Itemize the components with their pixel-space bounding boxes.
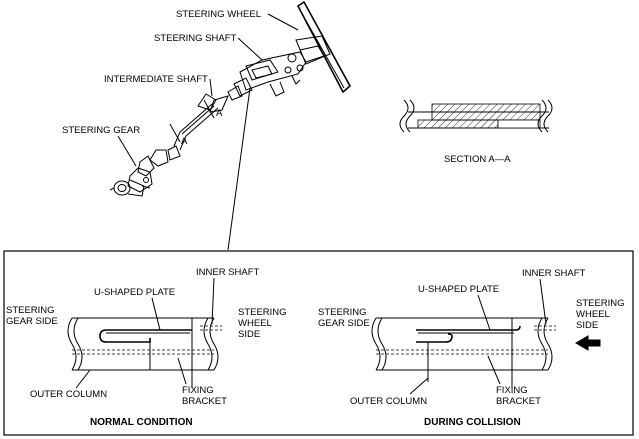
label-steering-gear: STEERING GEAR [62, 125, 140, 136]
collision-wheel-side-label-3: SIDE [576, 320, 598, 331]
section-mark-a-lower: A [181, 136, 188, 147]
section-a-a-drawing: SECTION A—A [399, 99, 553, 165]
steering-shaft-drawing [227, 51, 307, 101]
during-collision-detail: INNER SHAFT U-SHAPED PLATE STEERING GEAR… [318, 268, 625, 428]
detail-leader-line [227, 87, 251, 251]
u-shaped-plate-collision [416, 325, 521, 331]
section-caption: SECTION A—A [444, 154, 511, 165]
normal-fixing-bracket-label-1: FIXING [182, 385, 214, 396]
normal-condition-caption: NORMAL CONDITION [90, 417, 193, 428]
intermediate-shaft-drawing [167, 93, 229, 161]
collision-fixing-bracket-label-1: FIXING [496, 385, 528, 396]
normal-outer-column-label: OUTER COLUMN [30, 389, 107, 400]
collision-gear-side-label-1: STEERING [318, 307, 367, 318]
collision-gear-side-label-2: GEAR SIDE [318, 318, 370, 329]
collision-wheel-side-label-1: STEERING [576, 298, 625, 309]
section-cut-line-lower [169, 123, 181, 143]
u-shaped-plate-normal [99, 329, 192, 343]
normal-gear-side-label-2: GEAR SIDE [6, 316, 58, 327]
collision-outer-column-label: OUTER COLUMN [350, 396, 427, 407]
collision-u-plate-label: U-SHAPED PLATE [418, 284, 499, 295]
label-steering-wheel: STEERING WHEEL [176, 9, 261, 20]
normal-wheel-side-label-3: SIDE [238, 329, 260, 340]
normal-gear-side-label-1: STEERING [6, 305, 55, 316]
normal-fixing-bracket-label-2: BRACKET [182, 396, 227, 407]
section-mark-a-upper: A [216, 108, 223, 119]
normal-u-plate-label: U-SHAPED PLATE [94, 287, 175, 298]
label-steering-shaft: STEERING SHAFT [154, 33, 237, 44]
steering-assembly-illustration: A A [109, 0, 352, 197]
collision-fixing-bracket-label-2: BRACKET [496, 396, 541, 407]
steering-gear-drawing [109, 149, 169, 197]
collision-wheel-side-label-2: WHEEL [576, 309, 610, 320]
normal-wheel-side-label-2: WHEEL [238, 318, 272, 329]
normal-wheel-side-label-1: STEERING [238, 307, 287, 318]
top-callouts: STEERING WHEEL STEERING SHAFT INTERMEDIA… [62, 9, 299, 251]
collision-caption: DURING COLLISION [424, 417, 521, 428]
label-intermediate-shaft: INTERMEDIATE SHAFT [104, 74, 208, 85]
steering-wheel-drawing [295, 0, 352, 94]
section-cut-line-upper [203, 99, 215, 119]
collision-force-arrow [575, 335, 601, 351]
normal-condition-detail: INNER SHAFT U-SHAPED PLATE STEERING GEAR… [6, 267, 287, 428]
normal-inner-shaft-label: INNER SHAFT [196, 267, 260, 278]
detail-panel-frame [3, 250, 634, 436]
collision-inner-shaft-label: INNER SHAFT [522, 268, 586, 279]
